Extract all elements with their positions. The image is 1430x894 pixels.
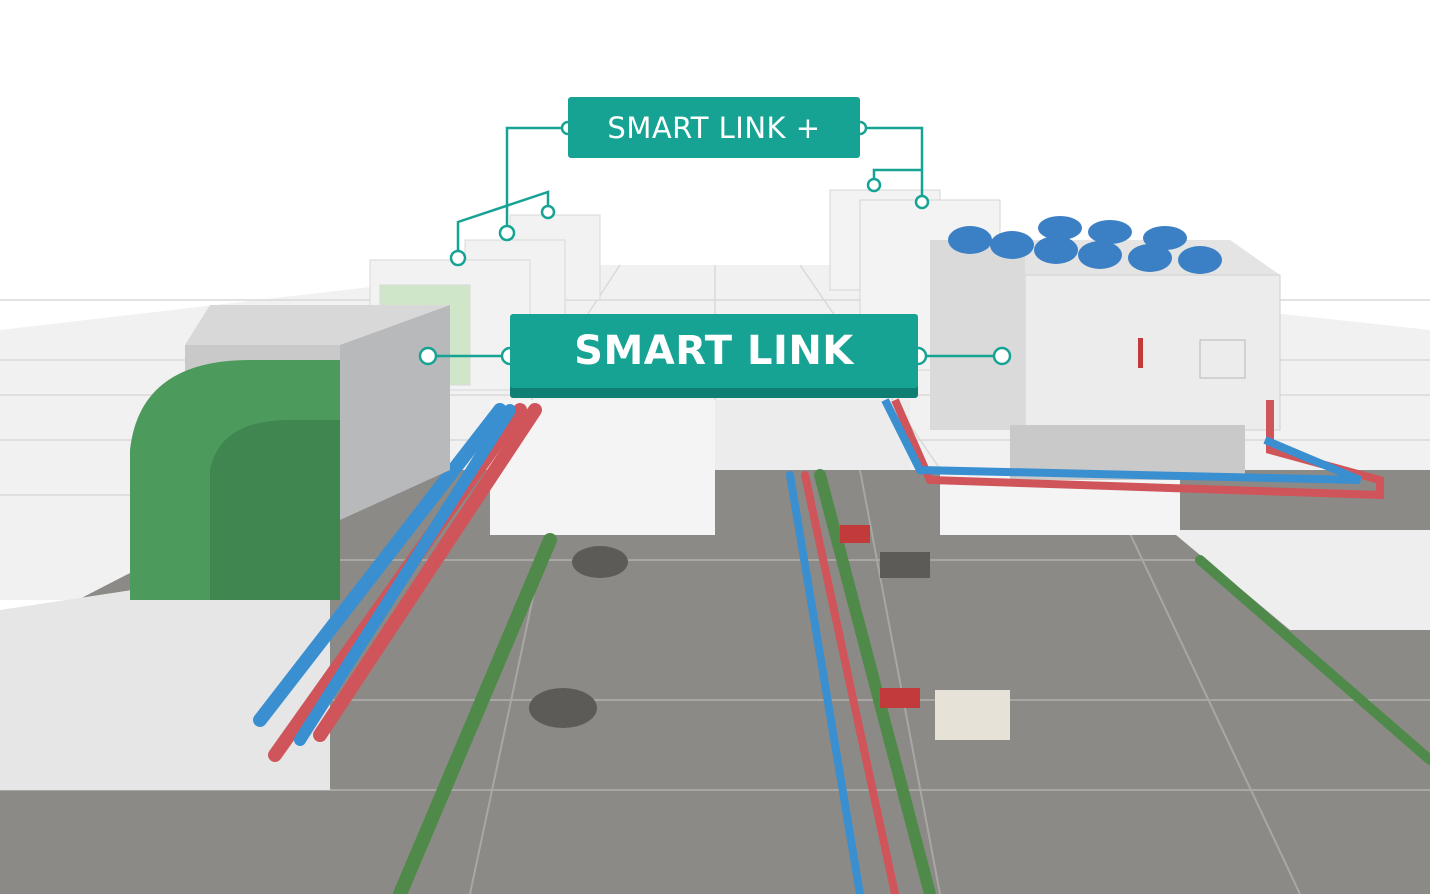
smart-link-plus-label: SMART LINK + <box>568 97 860 158</box>
connector-lines <box>418 120 1012 366</box>
slab <box>490 400 715 535</box>
chiller-pipes <box>881 398 1384 500</box>
air-handling-unit <box>130 305 450 600</box>
ceiling-panel <box>1170 530 1430 630</box>
smart-link-label: SMART LINK <box>510 314 918 388</box>
ahu-pipes <box>253 403 542 762</box>
ceiling-valves <box>529 525 1010 740</box>
slab <box>715 400 910 470</box>
ceiling-void <box>0 470 1430 894</box>
ceiling-pipes <box>393 469 1430 894</box>
ceiling-panel <box>0 560 330 790</box>
chiller <box>930 216 1281 480</box>
